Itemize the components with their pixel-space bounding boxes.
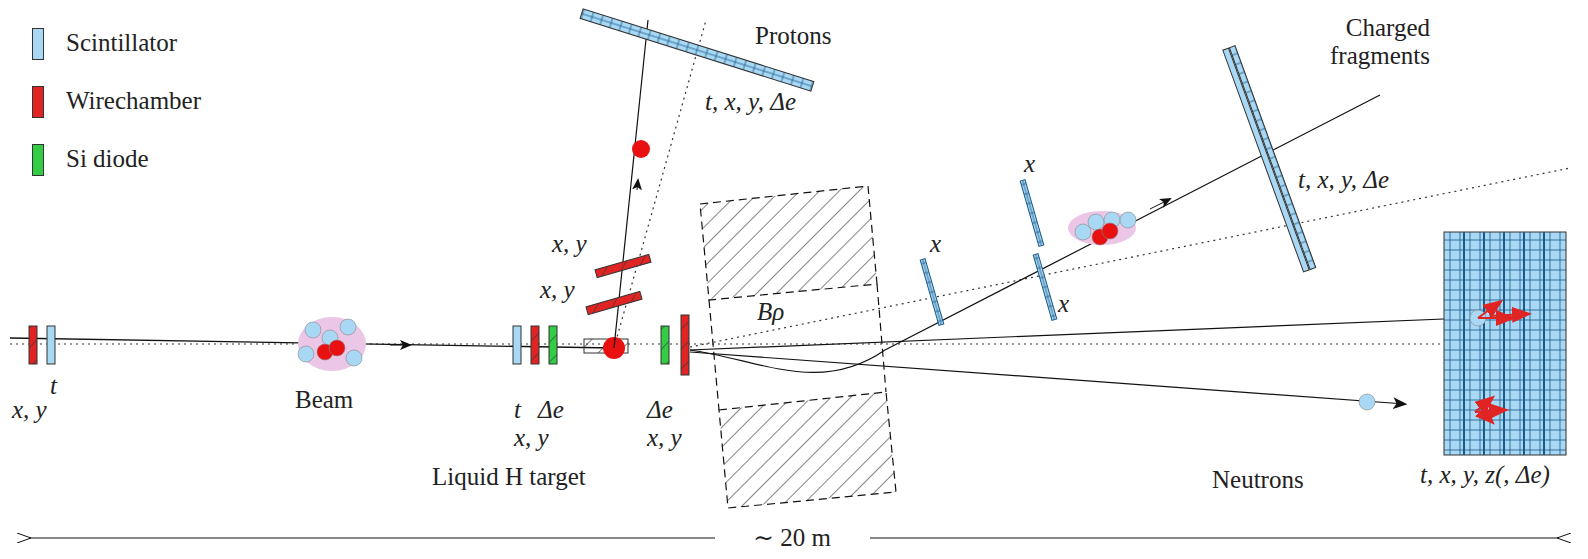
legend-swatch xyxy=(32,144,44,176)
detector-label: x, y xyxy=(540,276,575,304)
detector-label: Δe xyxy=(647,396,673,424)
detector-label: x, y xyxy=(552,230,587,258)
detector-label: Beam xyxy=(295,386,353,414)
detector-label: t, x, y, Δe xyxy=(1298,166,1389,194)
detector-label: x xyxy=(930,230,941,258)
legend-text: Si diode xyxy=(66,145,149,173)
detector-label: Protons xyxy=(755,22,831,50)
detector-label: x, y xyxy=(12,396,47,424)
detector-label: Bρ xyxy=(757,298,784,326)
detector-label: x xyxy=(1024,150,1035,178)
detector-label: Neutrons xyxy=(1212,466,1304,494)
detector-label: t, x, y, z(, Δe) xyxy=(1420,461,1550,489)
detector-label: Liquid H target xyxy=(432,463,586,491)
detector-label: t, x, y, Δe xyxy=(705,88,796,116)
legend-swatch xyxy=(32,86,44,118)
detector-label: ∼ 20 m xyxy=(753,524,831,552)
detector-label: t xyxy=(50,372,57,400)
detector-label: Charged fragments xyxy=(1310,14,1430,69)
detector-label: t xyxy=(514,396,521,424)
detector-label: x, y xyxy=(514,424,549,452)
legend-text: Wirechamber xyxy=(66,87,201,115)
detector-label: Δe xyxy=(538,396,564,424)
legend-text: Scintillator xyxy=(66,29,177,57)
detector-label: x xyxy=(1058,290,1069,318)
detector-label: x, y xyxy=(647,424,682,452)
legend-swatch xyxy=(32,28,44,60)
